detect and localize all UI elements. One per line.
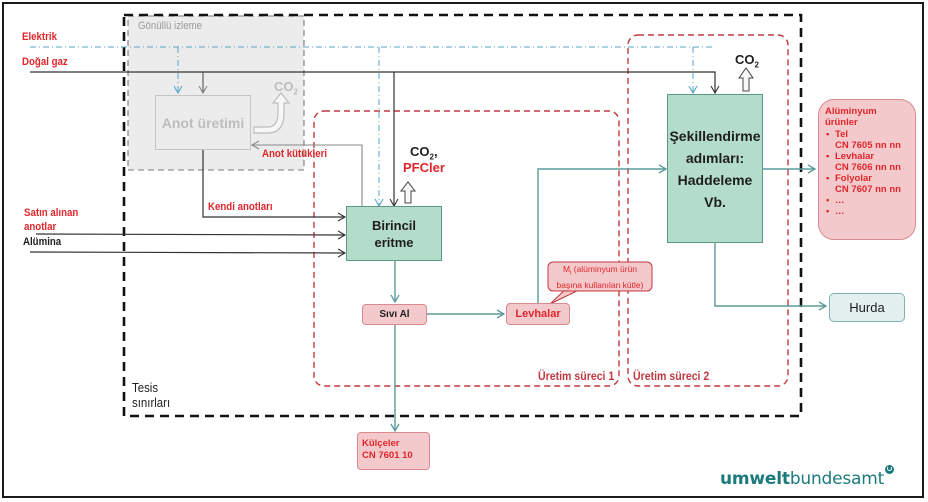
natural-gas-flow-line bbox=[30, 71, 720, 95]
anode-production-box[interactable]: Anot üretimi bbox=[155, 95, 251, 150]
primary-smelting-box[interactable]: Birincil eritme bbox=[346, 206, 442, 261]
own-anodes-label: Kendi anotları bbox=[208, 201, 273, 213]
purchased-anodes-label: Satın alınan anotlar bbox=[24, 207, 79, 233]
process-1-label: Üretim süreci 1 bbox=[538, 369, 615, 383]
pfc-label: PFCler bbox=[403, 160, 445, 175]
facility-boundary bbox=[122, 13, 803, 418]
electricity-label: Elektrik bbox=[22, 31, 57, 43]
own-anodes-line bbox=[202, 150, 347, 222]
ingots-box[interactable]: Külçeler CN 7601 10 bbox=[357, 432, 430, 470]
mass-callout-text: Mi (alüminyum ürün başına kullanılan küt… bbox=[556, 264, 644, 290]
products-title: Alüminyum ürünler bbox=[825, 106, 877, 128]
process-2-label: Üretim süreci 2 bbox=[633, 369, 710, 383]
facility-boundary-label: Tesis sınırları bbox=[132, 380, 171, 410]
co2-anode-label: CO2 bbox=[274, 79, 298, 97]
product-item: … bbox=[826, 206, 909, 217]
pfc-emission-arrow bbox=[399, 181, 417, 204]
slabs-to-forming bbox=[537, 164, 668, 303]
voluntary-monitoring-label: Gönüllü izleme bbox=[138, 20, 203, 32]
co2-forming-emission-arrow bbox=[738, 67, 754, 92]
forming-to-scrap bbox=[714, 243, 828, 311]
scrap-box[interactable]: Hurda bbox=[829, 293, 905, 322]
umweltbundesamt-logo: umweltbundesamt bbox=[720, 465, 895, 489]
mass-callout-bubble bbox=[547, 261, 653, 292]
slabs-box[interactable]: Levhalar bbox=[506, 303, 570, 325]
liquid-al-box[interactable]: Sıvı Al bbox=[362, 304, 427, 325]
co2-forming-label: CO2 bbox=[735, 52, 759, 70]
production-process-2-boundary bbox=[627, 34, 789, 387]
production-process-1-boundary bbox=[313, 110, 620, 387]
logo-mark-icon bbox=[885, 465, 895, 474]
anode-butts-label: Anot kütükleri bbox=[262, 148, 328, 160]
purchased-anodes-line bbox=[35, 230, 347, 240]
product-item: … bbox=[826, 195, 909, 206]
alumina-line bbox=[29, 248, 347, 258]
co2-anode-emission-arrow bbox=[253, 92, 291, 134]
co2-smelting-label: CO2, bbox=[410, 144, 438, 162]
natural-gas-label: Doğal gaz bbox=[22, 56, 68, 68]
anode-butts-return-line bbox=[250, 140, 363, 206]
alumina-label: Alümina bbox=[23, 236, 62, 248]
forming-steps-box[interactable]: Şekillendirme adımları: Haddeleme Vb. bbox=[667, 94, 763, 243]
